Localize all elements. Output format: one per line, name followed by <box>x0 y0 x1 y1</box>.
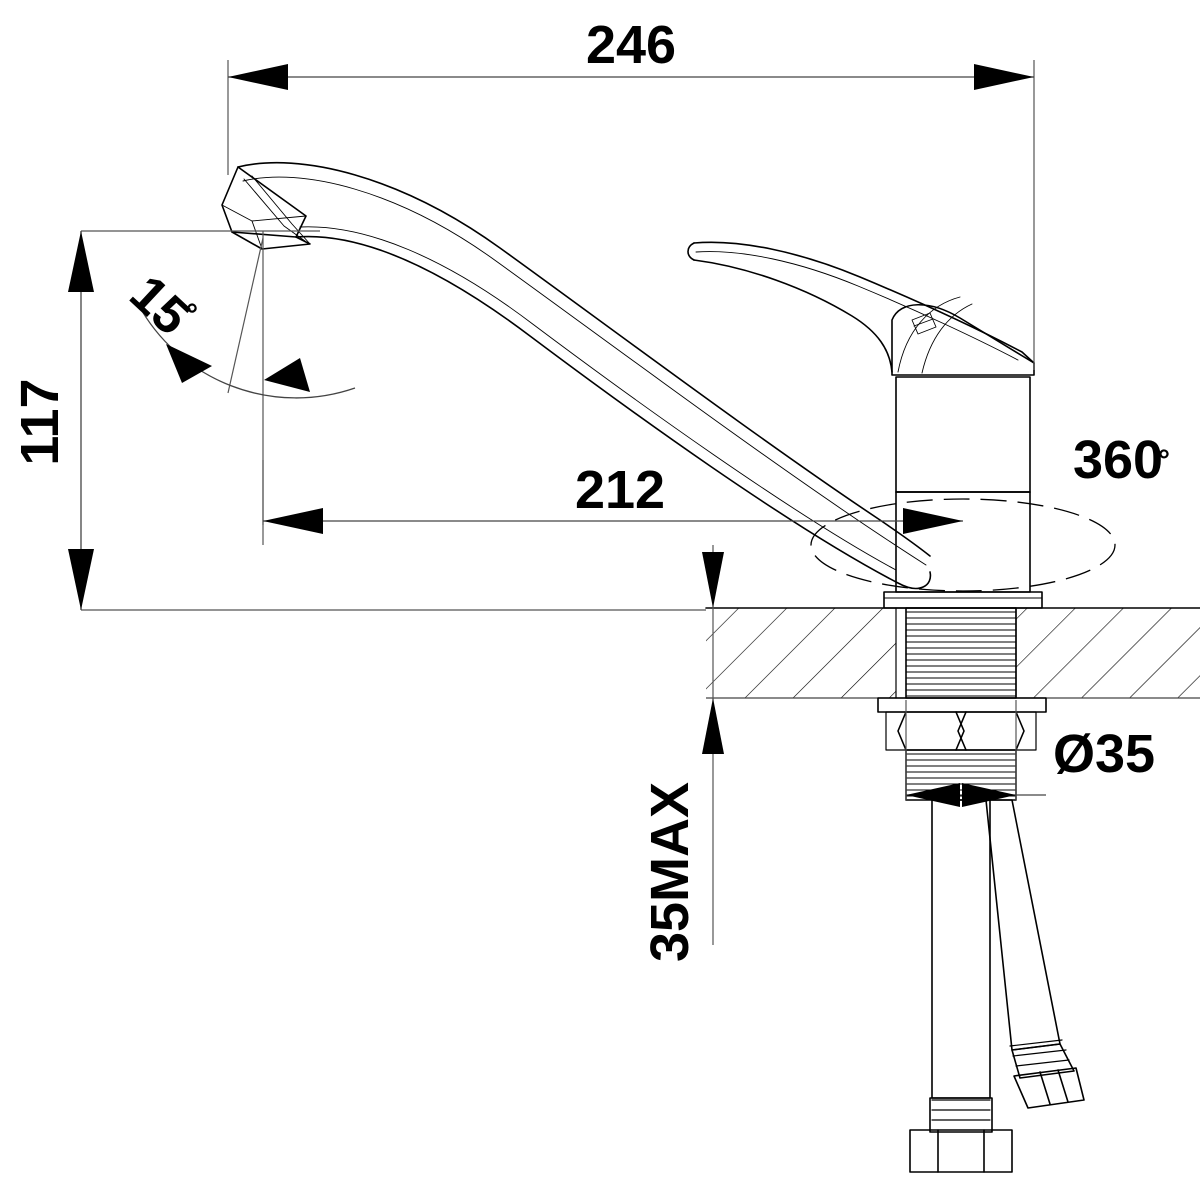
angle-degree-symbol-360: ° <box>1158 444 1170 477</box>
dimension-spout-reach: 212 <box>262 460 963 545</box>
valve-body <box>883 376 1043 609</box>
dimension-label-diameter-35: Ø35 <box>1053 724 1155 784</box>
faucet-geometry <box>221 161 1200 1173</box>
flex-hose-right <box>985 799 1085 1109</box>
dimension-label-212: 212 <box>575 460 665 520</box>
dimension-deck-thickness: 35MAX <box>640 545 724 962</box>
shank-thread-lines <box>906 611 1016 697</box>
faucet-spout <box>221 161 932 590</box>
angle-label-360: 360 <box>1073 430 1163 490</box>
hose-nut-right <box>1013 1067 1085 1109</box>
swivel-indicator-ellipse <box>810 498 1116 592</box>
countertop-section <box>705 607 1200 699</box>
angle-swivel-360: 360 ° <box>1073 430 1170 490</box>
dimension-label-117: 117 <box>10 378 70 465</box>
hose-nut-left <box>909 1129 1013 1173</box>
dimension-label-246: 246 <box>586 15 676 75</box>
dimension-overall-width: 246 <box>227 15 1035 370</box>
dimension-overall-height: 117 <box>10 230 706 611</box>
aerator-outlet <box>221 166 311 250</box>
set-screw-detail <box>911 312 937 335</box>
dimension-mounting-hole: Ø35 <box>905 700 1155 807</box>
hose-left-collar <box>929 1097 993 1133</box>
hose-right-collar <box>1009 1039 1075 1079</box>
dimension-label-35max: 35MAX <box>640 782 700 962</box>
mounting-washer <box>877 697 1047 713</box>
